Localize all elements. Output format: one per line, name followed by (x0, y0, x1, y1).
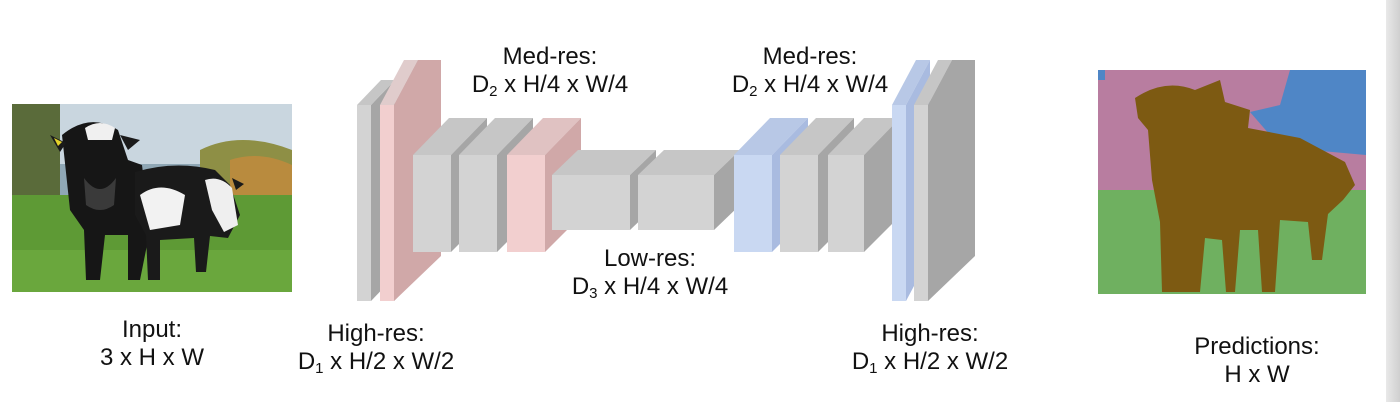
high-res-right-label: High-res: D1 x H/2 x W/2 (810, 320, 1050, 376)
predictions-title: Predictions: (1194, 333, 1320, 360)
high-res-right-dims: D1 x H/2 x W/2 (851, 348, 1009, 377)
low-res-label: Low-res: D3 x H/4 x W/4 (540, 245, 760, 301)
input-photo (12, 104, 292, 292)
predictions-label: Predictions: H x W (1172, 333, 1342, 389)
med-res-right-dims: D2 x H/4 x W/4 (731, 71, 889, 100)
low-res-dims: D3 x H/4 x W/4 (571, 273, 729, 302)
med-res-right-label: Med-res: D2 x H/4 x W/4 (700, 43, 920, 99)
predictions-dims: H x W (1224, 361, 1290, 388)
med-res-right-title: Med-res: (762, 43, 858, 70)
input-label: Input: 3 x H x W (77, 316, 227, 372)
predictions-map (1098, 70, 1366, 294)
med-res-left-dims: D2 x H/4 x W/4 (471, 71, 629, 100)
med-res-block-right (734, 118, 900, 252)
network-blocks (357, 60, 975, 301)
high-res-left-label: High-res: D1 x H/2 x W/2 (256, 320, 496, 376)
med-res-block-left (413, 118, 581, 252)
window-edge (1386, 0, 1400, 402)
high-res-right-title: High-res: (881, 320, 979, 347)
med-res-left-title: Med-res: (502, 43, 598, 70)
input-title: Input: (121, 316, 183, 343)
low-res-title: Low-res: (603, 245, 697, 272)
high-res-left-dims: D1 x H/2 x W/2 (297, 348, 455, 377)
high-res-block-right (892, 60, 975, 301)
med-res-left-label: Med-res: D2 x H/4 x W/4 (440, 43, 660, 99)
high-res-left-title: High-res: (327, 320, 425, 347)
low-res-block (552, 150, 740, 230)
input-dims: 3 x H x W (99, 344, 204, 371)
